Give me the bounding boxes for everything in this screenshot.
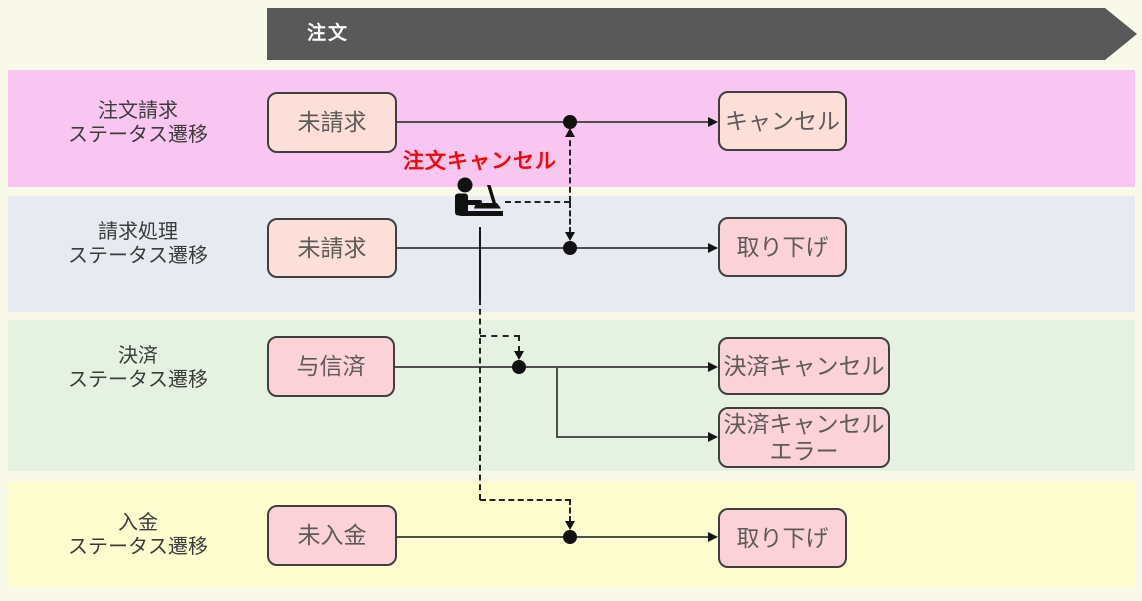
lane-label-line: 入金 — [118, 512, 158, 534]
trigger-line-actor — [505, 201, 570, 203]
arrowhead-icon — [708, 362, 718, 372]
trigger-line-down-lane3 — [518, 335, 520, 352]
arrowhead-icon — [708, 117, 718, 127]
transition-line-lane3-error — [556, 436, 708, 438]
lane-label-line: 注文請求 — [98, 100, 178, 122]
arrowhead-icon — [565, 128, 575, 137]
transition-line-lane3 — [395, 366, 708, 368]
state-node-withdrawn-lane2: 取り下げ — [718, 217, 847, 277]
junction-dot-lane1 — [563, 115, 577, 129]
state-label: 取り下げ — [736, 524, 829, 551]
state-node-cancel-lane1: キャンセル — [718, 91, 847, 151]
lane-label-line: ステータス遷移 — [68, 124, 208, 146]
lane-label-line: 請求処理 — [98, 221, 178, 243]
junction-dot-lane2 — [563, 241, 577, 255]
transition-branch-lane3 — [556, 366, 558, 438]
trigger-line-lane4 — [480, 499, 571, 501]
state-label: 決済キャンセル — [723, 410, 885, 437]
arrowhead-icon — [565, 521, 575, 530]
lane-label-line: ステータス遷移 — [68, 245, 208, 267]
state-node-unbilled-lane1: 未請求 — [267, 92, 397, 153]
trigger-line-lane3 — [480, 335, 520, 337]
order-cancel-annotation: 注文キャンセル — [403, 150, 557, 173]
lane-label-line: 決済 — [118, 345, 158, 367]
trigger-line-down-lane2 — [569, 202, 571, 233]
state-label: キャンセル — [725, 107, 840, 134]
lane-label-line: ステータス遷移 — [68, 536, 208, 558]
trigger-line-up-lane1 — [569, 131, 571, 202]
arrowhead-icon — [708, 432, 718, 442]
transition-line-lane2 — [397, 247, 708, 249]
lane-label-billing-process: 請求処理 ステータス遷移 — [18, 220, 258, 268]
person-at-laptop-icon — [449, 177, 507, 232]
state-label: 決済キャンセル — [723, 352, 885, 379]
state-node-withdrawn-lane4: 取り下げ — [718, 508, 847, 568]
lane-label-order-billing: 注文請求 ステータス遷移 — [18, 99, 258, 147]
state-node-payment-cancel: 決済キャンセル — [718, 337, 890, 395]
state-label: 与信済 — [296, 353, 366, 379]
junction-dot-lane3 — [512, 360, 526, 374]
junction-dot-lane4 — [563, 530, 577, 544]
state-node-credit-approved: 与信済 — [267, 336, 395, 397]
transition-line-lane1 — [397, 121, 708, 123]
lane-label-payment: 決済 ステータス遷移 — [18, 344, 258, 392]
trigger-stem-solid — [479, 227, 481, 301]
arrowhead-icon — [708, 532, 718, 542]
arrowhead-icon — [565, 232, 575, 241]
state-label: 未請求 — [297, 109, 367, 135]
transition-line-lane4 — [397, 536, 708, 538]
state-node-undeposited: 未入金 — [267, 505, 397, 566]
arrowhead-icon — [708, 243, 718, 253]
lane-label-line: ステータス遷移 — [68, 369, 208, 391]
trigger-line-down-lane4 — [569, 499, 571, 522]
lane-label-deposit: 入金 ステータス遷移 — [18, 511, 258, 559]
state-label: 未入金 — [297, 522, 367, 548]
state-node-payment-cancel-error: 決済キャンセル エラー — [718, 407, 890, 468]
trigger-stem-dashed — [479, 299, 481, 500]
phase-title: 注文 — [307, 23, 350, 44]
phase-header-arrow: 注文 — [267, 8, 1137, 60]
lane-payment-status — [8, 320, 1135, 471]
arrowhead-icon — [514, 351, 524, 360]
state-label: 取り下げ — [736, 233, 829, 260]
state-label: エラー — [769, 437, 839, 464]
state-label: 未請求 — [297, 234, 367, 261]
state-node-unbilled-lane2: 未請求 — [267, 218, 397, 278]
